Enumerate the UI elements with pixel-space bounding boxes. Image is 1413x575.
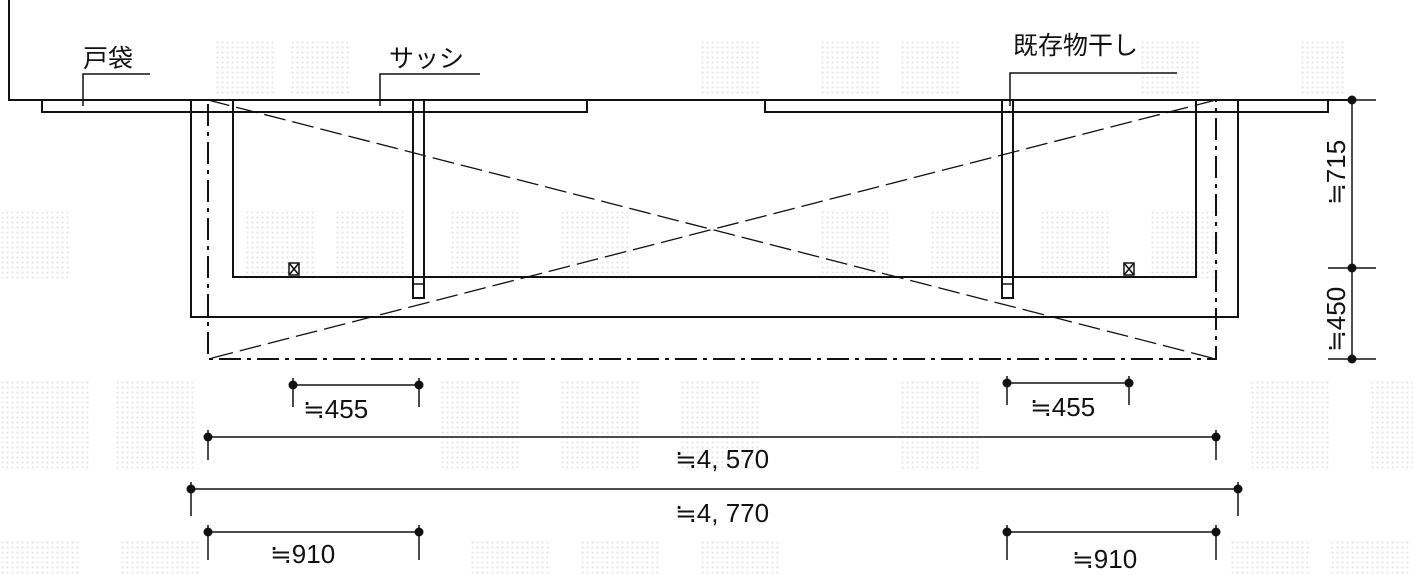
- post-left: [412, 99, 425, 299]
- deck-outer-frame: [190, 99, 1239, 318]
- dim-offset-left: ≒455: [288, 378, 424, 424]
- post-right: [1001, 99, 1014, 299]
- svg-text:≒455: ≒455: [1030, 392, 1095, 422]
- dim-depth-upper: ≒715: [1321, 140, 1351, 205]
- dim-vertical-right: ≒715 ≒450: [1321, 95, 1376, 364]
- svg-text:≒4, 770: ≒4, 770: [675, 498, 769, 528]
- dim-bottom-right: ≒910: [1002, 525, 1221, 574]
- sash-track-right: [764, 99, 1329, 113]
- anchor-left: [288, 262, 300, 276]
- dim-depth-lower: ≒450: [1321, 287, 1351, 352]
- svg-text:サッシ: サッシ: [389, 44, 464, 73]
- dim-bottom-left: ≒910: [203, 525, 424, 569]
- dim-inner-width: ≒4, 570: [203, 430, 1221, 474]
- door-pocket: [41, 99, 588, 113]
- deck-boundary: [207, 99, 1217, 360]
- svg-text:戸袋: 戸袋: [83, 44, 133, 73]
- label-existing-drying: 既存物干し: [1009, 31, 1177, 106]
- label-sash: サッシ: [379, 44, 480, 106]
- svg-text:既存物干し: 既存物干し: [1013, 31, 1138, 60]
- svg-text:≒910: ≒910: [270, 539, 335, 569]
- svg-text:≒910: ≒910: [1072, 544, 1137, 574]
- watermark: [0, 40, 1413, 575]
- anchor-right: [1123, 262, 1135, 276]
- svg-text:≒4, 570: ≒4, 570: [675, 444, 769, 474]
- dim-offset-right: ≒455: [1002, 376, 1134, 422]
- dim-outer-width: ≒4, 770: [186, 482, 1243, 528]
- svg-text:≒455: ≒455: [303, 394, 368, 424]
- label-tobukuro: 戸袋: [82, 44, 150, 106]
